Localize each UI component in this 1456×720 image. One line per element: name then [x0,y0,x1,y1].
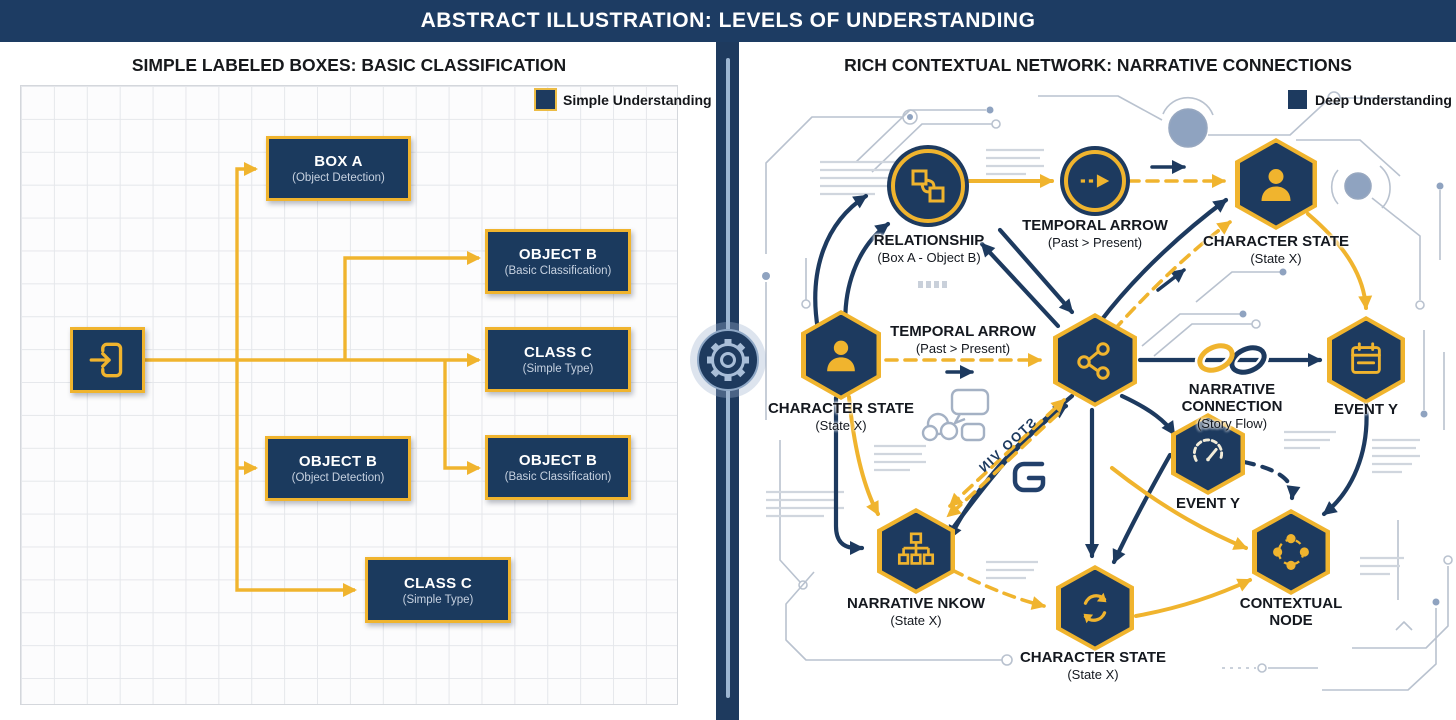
contextual-node-label: CONTEXTUAL NODE [1239,595,1343,629]
dashed-arrow-icon [1080,174,1110,188]
temporal-arrow-node [1064,150,1126,212]
event-y-gauge-node [1171,413,1245,495]
box-title: BOX A [314,153,363,170]
legend-simple-understanding: Simple Understanding [536,90,712,109]
narrative-connection-label: NARRATIVE CONNECTION (Story Flow) [1181,381,1283,431]
left-panel-title: SIMPLE LABELED BOXES: BASIC CLASSIFICATI… [131,54,567,75]
box-title: OBJECT B [518,452,598,469]
left-connectors [145,162,481,597]
object-b-left: OBJECT B (Object Detection) [265,436,411,501]
temporal-arrow-mid-label: TEMPORAL ARROW (Past > Present) [890,323,1036,356]
gear-badge [697,329,759,391]
character-state-top-label: CHARACTER STATE (State X) [1202,233,1350,266]
character-state-bottom-label: CHARACTER STATE (State X) [1019,649,1167,682]
gauge-icon [1192,438,1224,462]
box-a: BOX A (Object Detection) [266,136,411,201]
login-icon [89,342,122,378]
character-state-left-label: CHARACTER STATE (State X) [767,400,915,433]
legend-label: Simple Understanding [563,91,712,108]
person-icon [1261,169,1291,201]
box-title: CLASS C [524,344,592,361]
event-y-calendar-label: EVENT Y [1334,401,1398,418]
speech-bubbles-doodle [921,388,990,442]
box-subtitle: (Object Detection) [292,172,385,184]
legend-swatch [536,90,555,109]
page-title: ABSTRACT ILLUSTRATION: LEVELS OF UNDERST… [0,0,1456,42]
box-title: OBJECT B [298,453,378,470]
faint-text-blocks [766,148,1420,580]
relationship-node [891,149,965,223]
right-panel-title: RICH CONTEXTUAL NETWORK: NARRATIVE CONNE… [844,54,1352,75]
box-title: OBJECT B [518,246,598,263]
relationship-label: RELATIONSHIP (Box A - Object B) [873,232,985,265]
person-icon [827,340,855,372]
box-title: CLASS C [404,574,472,592]
narrative-nkow-label: NARRATIVE NKOW (State X) [846,595,986,628]
legend-deep-understanding: Deep Understanding [1288,90,1452,109]
input-node [70,327,145,393]
chain-links-icon [1194,340,1270,378]
box-subtitle: (Simple Type) [402,593,474,606]
box-subtitle: (Object Detection) [291,472,385,484]
tree-icon [897,532,935,565]
tiny-squares-row [918,281,947,288]
orbit-dots-icon [1273,534,1309,570]
link-squares-icon [911,169,945,203]
link-scribble-doodle [1012,461,1046,493]
box-subtitle: (Basic Classification) [504,471,612,483]
class-c-top: CLASS C (Simple Type) [485,327,631,392]
class-c-bottom: CLASS C (Simple Type) [365,557,511,623]
legend-label: Deep Understanding [1315,91,1452,108]
legend-swatch [1288,90,1307,109]
circuit-traces [762,91,1453,691]
refresh-icon [1083,592,1107,624]
yellow-arrows [847,174,1373,618]
calendar-icon [1351,342,1381,374]
gear-icon [707,339,749,381]
box-subtitle: (Basic Classification) [504,265,612,277]
object-b-bottom: OBJECT B (Basic Classification) [485,435,631,500]
event-y-gauge-label: EVENT Y [1176,495,1240,512]
temporal-arrow-label: TEMPORAL ARROW (Past > Present) [1022,217,1168,250]
box-subtitle: (Simple Type) [522,363,594,375]
share-icon [1077,342,1110,380]
object-b-top: OBJECT B (Basic Classification) [485,229,631,294]
